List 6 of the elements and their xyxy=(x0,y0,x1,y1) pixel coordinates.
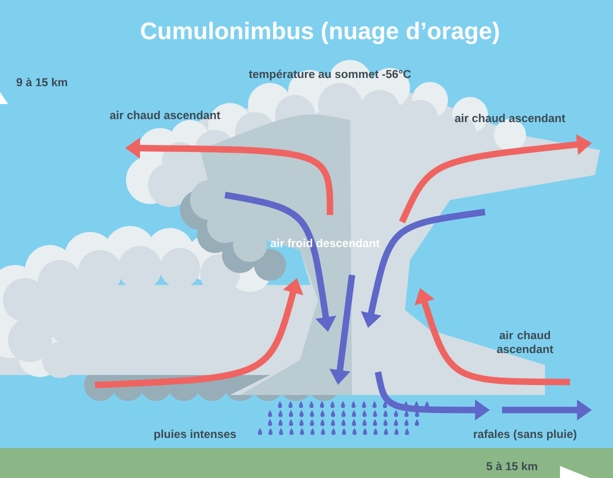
width-label: 5 à 15 km xyxy=(486,462,538,470)
height-label: 9 à 15 km xyxy=(16,78,68,86)
flow-label: air chaud ascendant xyxy=(497,330,554,354)
title: Cumulonimbus (nuage d’orage) xyxy=(141,22,499,44)
weather-label: rafales (sans pluie) xyxy=(474,430,576,440)
weather-label: pluies intenses xyxy=(154,430,236,440)
